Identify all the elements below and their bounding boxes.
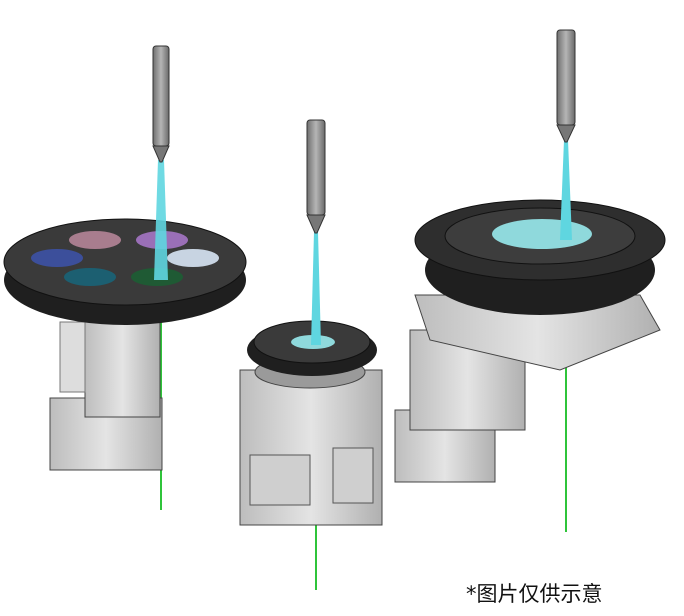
filter-teal (64, 268, 116, 286)
filter-blue (31, 249, 83, 267)
window (492, 219, 592, 249)
filter-wheel-module (3, 45, 247, 510)
compact-module (239, 119, 383, 590)
filter-clear (167, 249, 219, 267)
light-beam (311, 232, 321, 345)
cable-bundle (59, 321, 86, 393)
collimator (556, 29, 576, 126)
large-aperture-module (394, 29, 666, 532)
light-beam (154, 160, 168, 280)
light-beam (560, 140, 572, 240)
filter-pink (69, 231, 121, 249)
motor-block (84, 321, 161, 418)
collimator (152, 45, 170, 147)
collimator (306, 119, 326, 216)
disclaimer-caption: *图片仅供示意 (466, 582, 603, 606)
